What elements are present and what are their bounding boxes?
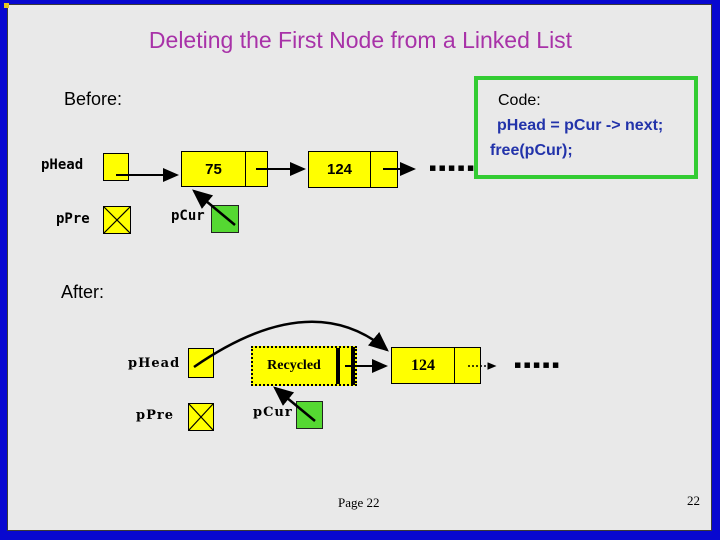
code-panel: Code: pHead = pCur -> next; free(pCur); <box>474 76 698 179</box>
node-value: 124 <box>326 161 353 178</box>
ppre-null-pointer-box <box>103 206 131 234</box>
pcur-pointer-label: pCur <box>253 405 293 420</box>
phead-pointer-label: pHead <box>128 356 181 371</box>
linked-list-node-75: 75 <box>181 151 268 187</box>
linked-list-node-124: 124 <box>308 151 398 188</box>
before-section-label: Before: <box>64 89 123 109</box>
slide-canvas: Deleting the First Node from a Linked Li… <box>4 3 712 531</box>
corner-artifact-dot <box>4 3 9 8</box>
node-value: 75 <box>205 160 222 178</box>
code-panel-heading: Code: <box>498 92 541 109</box>
node-cell-divider <box>245 152 246 186</box>
code-line: free(pCur); <box>490 142 573 159</box>
footer-page-label: Page 22 <box>338 495 380 510</box>
node-value: 124 <box>411 356 435 374</box>
node-cell-divider <box>454 348 455 383</box>
pcur-pointer-box <box>211 205 239 233</box>
ppre-pointer-label: pPre <box>136 408 174 423</box>
node-value: Recycled <box>267 358 321 373</box>
footer-page-number: 22 <box>687 493 700 508</box>
phead-pointer-label: pHead <box>41 157 84 173</box>
slide-title: Deleting the First Node from a Linked Li… <box>148 27 573 53</box>
phead-pointer-box <box>103 153 129 181</box>
ellipsis-dots: ▪▪▪▪▪ <box>429 161 477 174</box>
ellipsis-dots: ▪▪▪▪▪ <box>514 358 562 371</box>
linked-list-node-124: 124 <box>391 347 481 384</box>
after-section-label: After: <box>61 282 105 302</box>
ppre-null-pointer-box <box>188 403 214 431</box>
code-line: pHead = pCur -> next; <box>497 117 664 134</box>
node-cell-divider <box>370 152 371 187</box>
phead-pointer-box <box>188 348 214 378</box>
pcur-pointer-box <box>296 401 323 429</box>
pcur-pointer-label: pCur <box>171 208 205 224</box>
ppre-pointer-label: pPre <box>56 211 90 227</box>
recycled-node: Recycled <box>251 346 357 386</box>
